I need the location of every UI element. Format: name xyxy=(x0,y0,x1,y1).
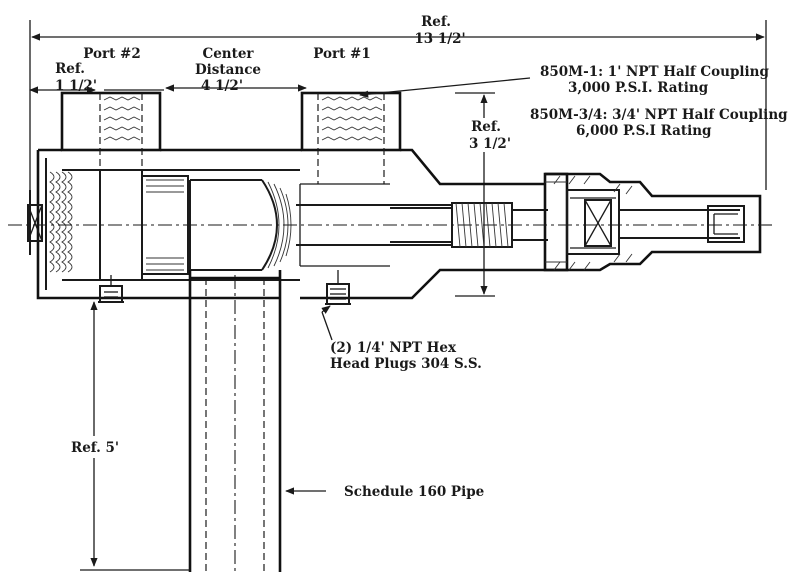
port2-coupling xyxy=(60,91,162,170)
height-value-label: 3 1/2' xyxy=(469,136,511,152)
plugs-line2: Head Plugs 304 S.S. xyxy=(330,356,482,372)
leg-ref-label: Ref. 5' xyxy=(71,440,119,456)
port2-value-label: 1 1/2' xyxy=(55,78,97,94)
overall-dimension: Ref. 13 1/2' xyxy=(29,14,767,190)
hex-plug-right xyxy=(325,270,351,305)
port2-width-dimension: Ref. 1 1/2' xyxy=(29,61,164,94)
center-label-2: Distance xyxy=(195,62,261,78)
pipe-label: Schedule 160 Pipe xyxy=(344,484,484,500)
bonnet-hatch xyxy=(553,175,633,271)
center-distance-dimension: Center Distance 4 1/2' xyxy=(165,46,307,94)
coupling-1-line1: 850M-1: 1' NPT Half Coupling xyxy=(540,64,769,80)
port2-label: Port #2 xyxy=(83,46,141,62)
height-dimension: Ref. 3 1/2' xyxy=(455,92,511,297)
plugs-line1: (2) 1/4' NPT Hex xyxy=(330,340,457,356)
center-value-label: 4 1/2' xyxy=(201,78,243,94)
packing-nut-detail xyxy=(545,181,567,263)
port1-threads xyxy=(321,96,383,141)
leg-height-dimension: Ref. 5' xyxy=(66,301,190,571)
center-label-1: Center xyxy=(202,46,254,62)
left-threads xyxy=(49,171,73,273)
coupling-callout: 850M-1: 1' NPT Half Coupling 3,000 P.S.I… xyxy=(359,64,788,139)
schedule-160-pipe xyxy=(188,270,282,572)
height-ref-label: Ref. xyxy=(471,119,501,135)
stem-assembly xyxy=(390,172,762,272)
coupling-34-line2: 6,000 P.S.I Rating xyxy=(576,123,712,139)
main-body xyxy=(27,148,545,300)
port1-label: Port #1 xyxy=(313,46,371,62)
port2-ref-label: Ref. xyxy=(55,61,85,77)
plug-callout: (2) 1/4' NPT Hex Head Plugs 304 S.S. xyxy=(321,305,482,372)
middle-threads xyxy=(146,179,184,271)
hex-plug-left xyxy=(98,275,124,303)
coupling-1-line2: 3,000 P.S.I. Rating xyxy=(568,80,709,96)
port1-coupling xyxy=(300,91,402,184)
coupling-34-line1: 850M-3/4: 3/4' NPT Half Coupling xyxy=(530,107,788,123)
pipe-callout: Schedule 160 Pipe xyxy=(285,484,484,500)
port2-threads xyxy=(103,96,141,141)
overall-value-label: 13 1/2' xyxy=(414,31,465,47)
overall-ref-label: Ref. xyxy=(421,14,451,30)
